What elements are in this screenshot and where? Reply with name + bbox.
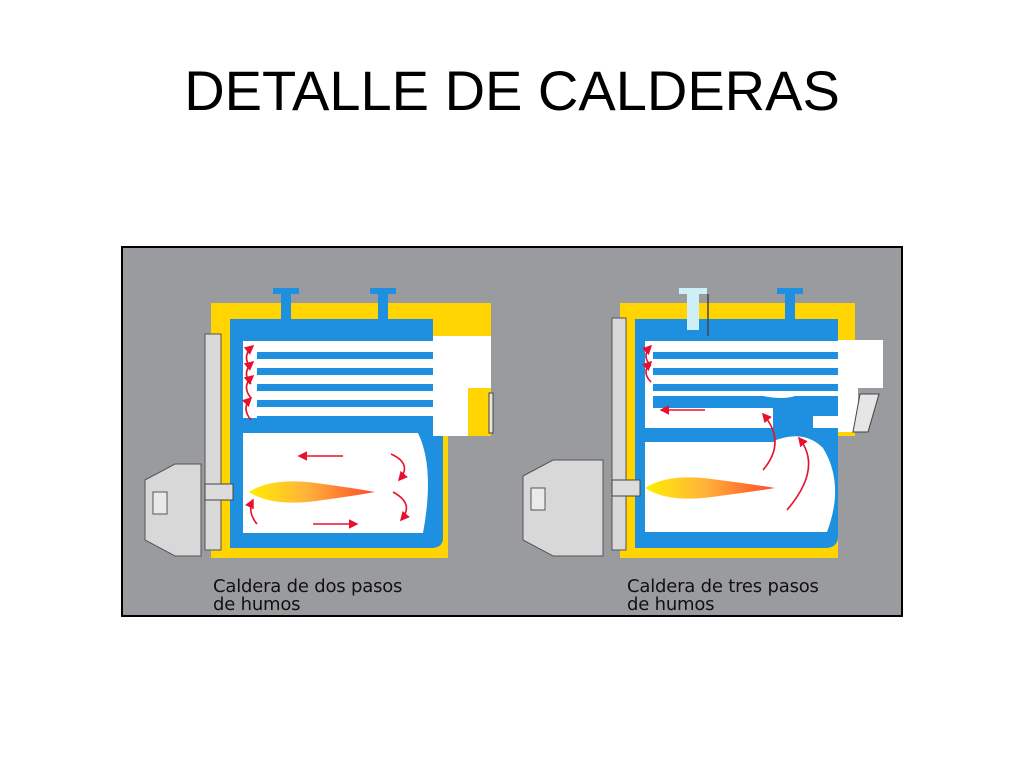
burner-nozzle [204,483,234,501]
tube-plate [653,396,838,432]
steam-nozzle [777,288,803,319]
burner-window [152,491,168,515]
smoke-tube [257,368,433,375]
burner-nozzle [611,479,641,497]
caption-two-pass: Caldera de dos pasos de humos [213,578,402,614]
caption-three-pass: Caldera de tres pasos de humos [627,578,819,614]
smoke-tube [813,408,839,414]
combustion-chamber [243,341,433,418]
furnace-wall [635,430,775,442]
tube-plate [257,416,433,426]
front-door [611,317,627,551]
smoke-tube [653,368,839,375]
boiler-three-pass [522,288,883,558]
smoke-box [433,336,491,436]
steam-nozzle [370,288,396,319]
burner-window [530,487,546,511]
furnace-tube [243,433,428,533]
caption-line: de humos [213,594,301,615]
boiler-diagram-svg [123,248,901,615]
caption-line: Caldera de tres pasos [627,576,819,597]
smoke-tube [653,352,839,359]
burner-unit [522,459,604,557]
smoke-tube [653,384,839,391]
steam-nozzle [679,288,707,330]
flame [645,477,775,499]
burner-unit [144,463,202,557]
boiler-diagram-figure: Caldera de dos pasos de humos Caldera de… [121,246,903,617]
caption-line: Caldera de dos pasos [213,576,403,597]
smoke-box-door [488,392,494,434]
boiler-two-pass [144,288,494,558]
steam-nozzle [273,288,299,319]
flame [249,481,375,503]
smoke-tube [257,400,433,407]
front-door [204,333,222,551]
smoke-tube [257,352,433,359]
caption-line: de humos [627,594,715,615]
smoke-box [838,340,883,432]
slide-title: DETALLE DE CALDERAS [184,59,840,122]
smoke-box-door [852,393,880,433]
smoke-tube [257,384,433,391]
